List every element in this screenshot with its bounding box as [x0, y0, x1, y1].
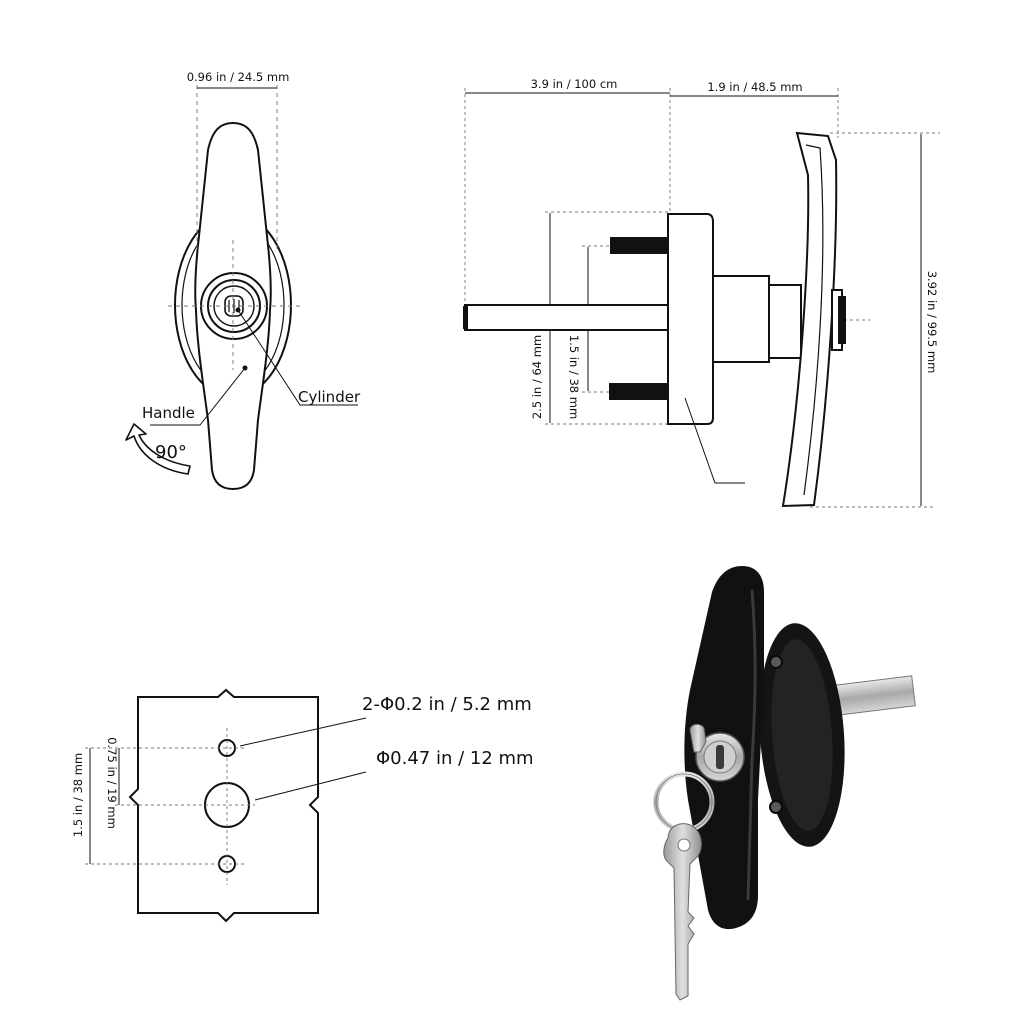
cutout-center-lines [85, 728, 255, 885]
shaft-length-dimension: 3.9 in / 100 cm [531, 77, 618, 91]
handle-leader-line [150, 367, 246, 426]
handle-depth-dimension: 1.9 in / 48.5 mm [707, 80, 802, 94]
mounting-cutout-template [128, 688, 319, 923]
handle-width-dimension: 0.96 in / 24.5 mm [187, 70, 290, 84]
small-hole-diameter-label: 2-Φ0.2 in / 5.2 mm [362, 694, 532, 715]
cylinder-leader-line [237, 309, 358, 406]
screw-spacing-dimension: 1.5 in / 38 mm [567, 335, 581, 419]
base-height-dimension: 2.5 in / 64 mm [530, 335, 544, 419]
side-lock-body [712, 275, 770, 363]
cutout-half-spacing-dimension: 0.75 in / 19 mm [105, 737, 119, 829]
side-leader-line [684, 397, 745, 484]
cutout-spacing-dimension: 1.5 in / 38 mm [71, 753, 85, 837]
cutout-dimension-lines [89, 717, 367, 864]
product-screw-hole-bottom [769, 800, 783, 814]
product-photo-illustration [653, 566, 916, 1001]
side-view-drawing [463, 131, 846, 508]
side-base-plate [667, 213, 714, 425]
handle-height-dimension: 3.92 in / 99.5 mm [925, 271, 939, 374]
handle-leader-dot [242, 365, 248, 371]
product-screw-hole-top [769, 655, 783, 669]
side-screw-bottom [609, 383, 670, 400]
product-key-front [663, 823, 702, 1001]
center-hole-diameter-label: Φ0.47 in / 12 mm [376, 748, 534, 769]
front-center-lines [168, 85, 300, 370]
cylinder-leader-dot [235, 307, 241, 313]
side-screw-top [610, 237, 670, 254]
rotation-angle-label: 90° [155, 442, 187, 463]
cylinder-label: Cylinder [298, 388, 361, 406]
product-key-back [689, 723, 707, 753]
side-shaft [464, 304, 671, 331]
rotation-arrow-icon [125, 423, 191, 475]
handle-label: Handle [142, 404, 195, 422]
